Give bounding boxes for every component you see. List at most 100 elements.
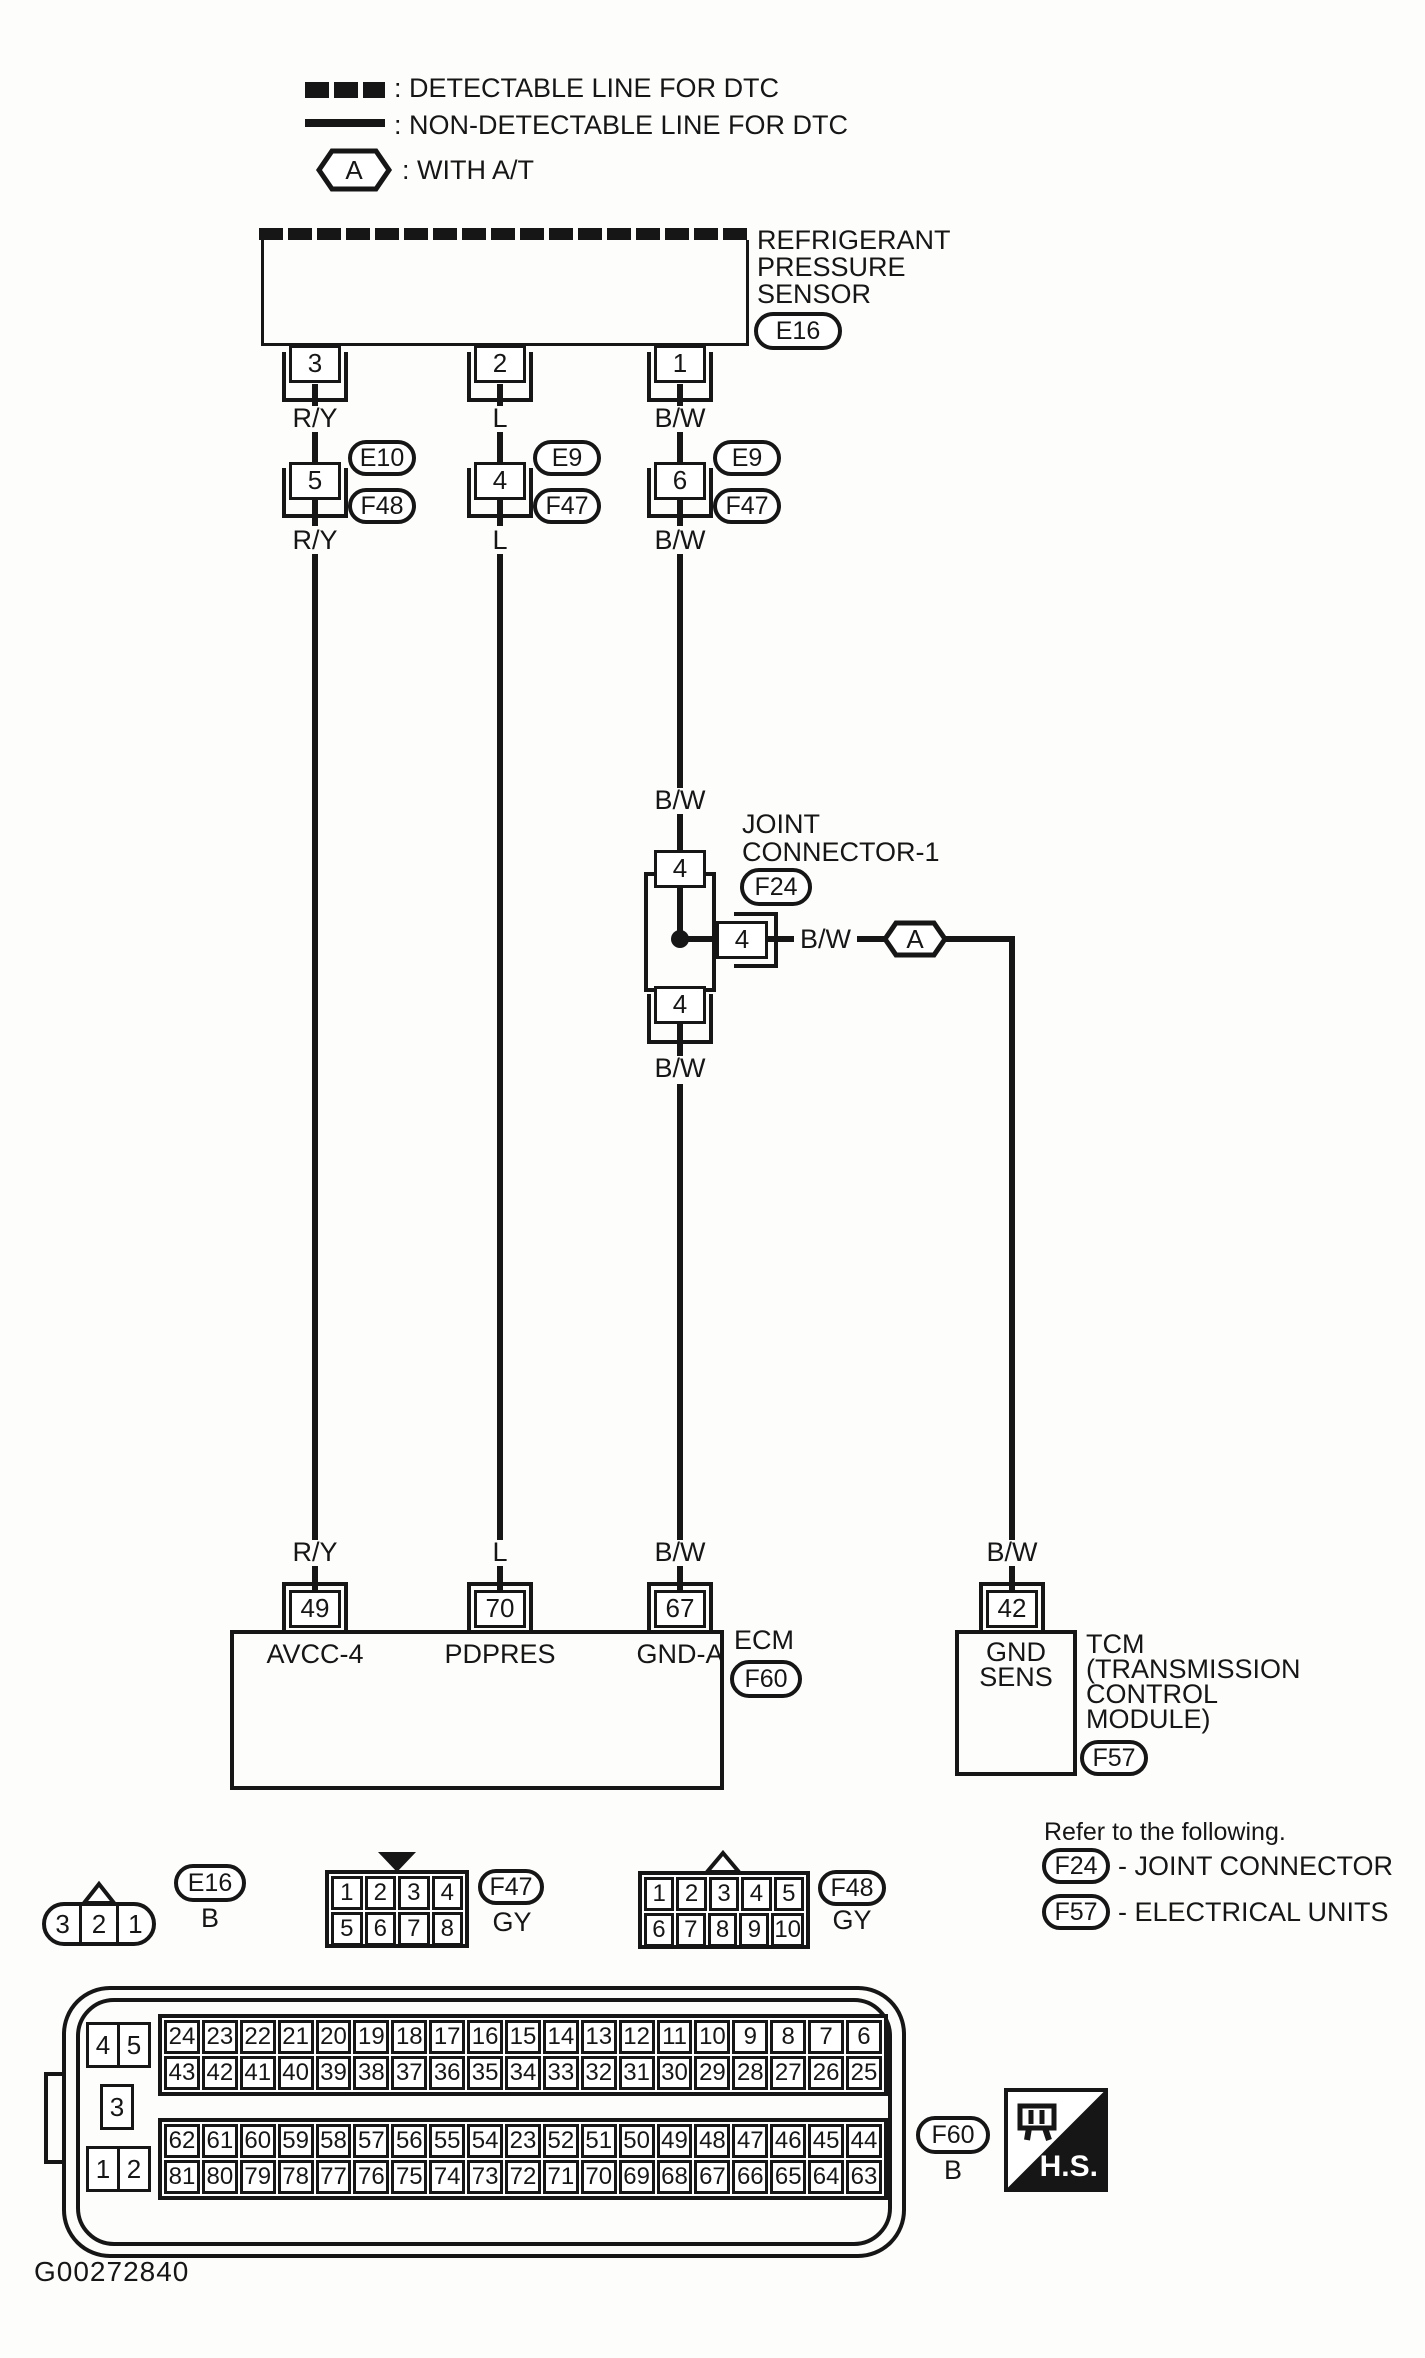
pin-number: 44	[846, 2124, 882, 2158]
pin-number: 71	[542, 2160, 579, 2194]
pin-number: 3	[55, 1909, 70, 1939]
pin-number: 17	[429, 2020, 466, 2054]
tcm-connector-id: F57	[1080, 1740, 1148, 1776]
at-hexagon-letter: A	[906, 924, 924, 954]
pin-bracket	[734, 912, 778, 968]
pin-number: 6	[364, 1912, 396, 1946]
hs-logo-box: H.S.	[1004, 2088, 1108, 2192]
non-detectable-line-sample	[305, 119, 385, 127]
wire-bw	[677, 1566, 683, 1590]
legend-with-at-label: : WITH A/T	[402, 155, 534, 185]
refrigerant-pressure-sensor-box	[261, 232, 749, 346]
wire-bw-tcm	[1009, 936, 1015, 1540]
pin-number: 30	[656, 2056, 693, 2090]
pin-number: 4	[431, 1876, 463, 1910]
pin-number: 5	[773, 1877, 805, 1911]
pin-number: 24	[164, 2020, 200, 2054]
f60-view-id: F60	[916, 2116, 990, 2154]
wire-ry	[312, 554, 318, 1540]
pin-number: 12	[618, 2020, 655, 2054]
pin-number: 41	[239, 2056, 276, 2090]
e16-view-id: E16	[174, 1864, 246, 1902]
ecm-connector-id: F60	[730, 1660, 802, 1698]
wire-l	[497, 432, 503, 462]
pin-number: 64	[808, 2160, 845, 2194]
wire-color-label: B/W	[654, 525, 706, 555]
tcm-box	[955, 1630, 1077, 1776]
tcm-signal-line1: GND	[986, 1637, 1046, 1667]
pin-number: 1	[331, 1876, 363, 1910]
wire-color-label: B/W	[654, 1537, 706, 1567]
pin-bracket	[647, 468, 713, 518]
pin-number: 7	[675, 1913, 706, 1947]
pin-number: 76	[353, 2160, 390, 2194]
f48-view-color: GY	[832, 1905, 872, 1935]
ecm-pin-49: 49	[289, 1590, 341, 1628]
wire-color-label: R/Y	[292, 403, 338, 433]
pin-number: 4	[741, 1877, 772, 1911]
pin-bracket	[282, 352, 348, 402]
pin-bracket	[647, 994, 713, 1044]
pin-number: 7	[398, 1912, 430, 1946]
pin-number: 2	[79, 1906, 115, 1942]
legend-detectable-label: : DETECTABLE LINE FOR DTC	[394, 73, 780, 103]
sensor-title-line2: PRESSURE	[757, 252, 906, 282]
wire-l	[497, 500, 503, 526]
e16-view-color: B	[200, 1903, 220, 1933]
tcm-name-line4: MODULE)	[1086, 1704, 1211, 1734]
pin-number: 11	[656, 2020, 693, 2054]
pin-number: 20	[315, 2020, 352, 2054]
pin-number: 73	[467, 2160, 504, 2194]
junction-dot	[671, 930, 689, 948]
wire-color-label: L	[492, 403, 508, 433]
wire-l	[497, 554, 503, 1540]
at-hexagon-icon: A	[315, 148, 393, 192]
pin-number: 2	[364, 1876, 396, 1910]
wire-bw	[677, 554, 683, 788]
refer-label-f24: - JOINT CONNECTOR	[1118, 1851, 1394, 1881]
f60-side-pin-mid: 3	[100, 2084, 134, 2130]
at-hexagon-icon: A	[881, 920, 949, 958]
pin-number: 72	[505, 2160, 541, 2194]
wire-l	[497, 1566, 503, 1590]
tcm-signal-line2: SENS	[979, 1662, 1053, 1692]
pin-number: 67	[694, 2160, 731, 2194]
branch-wire-color-label: B/W	[794, 925, 857, 953]
pin-bracket	[282, 1582, 348, 1630]
sensor-pin-3: 3	[289, 345, 341, 383]
keying-triangle-icon	[702, 1849, 744, 1874]
wire-ry	[312, 500, 318, 526]
connector-id-f48: F48	[348, 488, 416, 524]
detectable-line-sample	[305, 82, 385, 98]
tcm-pin-42: 42	[986, 1590, 1038, 1628]
wire-ry	[312, 1566, 318, 1590]
pin-number: 23	[201, 2020, 238, 2054]
wire-bw-tcm	[1009, 1566, 1015, 1590]
pin-number: 33	[542, 2056, 579, 2090]
pin-bracket	[467, 1582, 533, 1630]
pin-number: 81	[164, 2160, 200, 2194]
f47-view-id: F47	[478, 1869, 544, 1905]
pin-number: 6	[644, 1913, 674, 1947]
pin-number: 8	[707, 1913, 738, 1947]
wire-l	[497, 384, 503, 406]
pin-bracket	[979, 1582, 1045, 1630]
keying-notch-icon	[378, 1852, 416, 1872]
pin-number: 9	[732, 2020, 769, 2054]
pin-number: 39	[315, 2056, 352, 2090]
refer-id-f24: F24	[1042, 1848, 1110, 1884]
harness-pin-5: 5	[289, 462, 341, 500]
tcm-name-line3: CONTROL	[1086, 1679, 1219, 1709]
refer-label-f57: - ELECTRICAL UNITS	[1118, 1897, 1389, 1927]
pin-number: 27	[770, 2056, 807, 2090]
pin-number: 2	[676, 1877, 707, 1911]
pin-bracket	[282, 468, 348, 518]
pin-number: 5	[117, 2022, 151, 2068]
